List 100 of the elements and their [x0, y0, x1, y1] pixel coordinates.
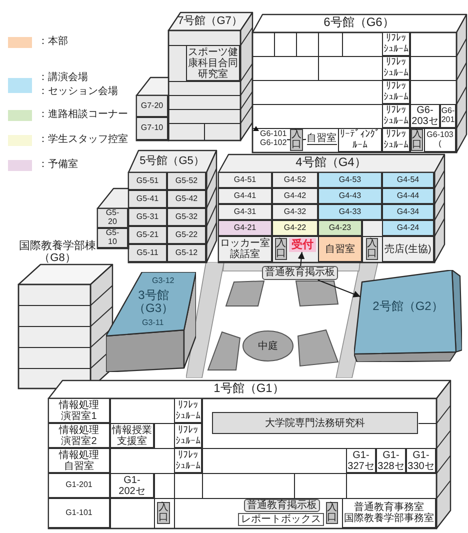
- room-label: G1-101: [66, 508, 92, 518]
- legend-label: ：進路相談コーナー: [38, 109, 128, 121]
- room-label: G6-102: [260, 139, 287, 148]
- room-cell: [342, 498, 436, 528]
- room-label: G5- 10: [106, 229, 120, 247]
- sign-text: 入口: [292, 130, 302, 150]
- room-label: G4-34: [396, 208, 420, 216]
- room-label: G5-41: [136, 194, 159, 204]
- sign-text: 入口: [327, 503, 337, 523]
- room-label: スポーツ健康科目合同研究室: [187, 46, 239, 80]
- room-label: ﾘﾌﾚｯｼｭﾙｰﾑ: [383, 33, 409, 55]
- arrow: [317, 280, 361, 298]
- room-cell: [272, 204, 318, 220]
- building-title: 3号館（G3）: [133, 289, 174, 316]
- room-label: G3-11: [142, 319, 164, 328]
- legend-label: ：学生スタッフ控室: [38, 134, 128, 146]
- room-cell: [128, 208, 167, 226]
- building-title: 7号館（G7）: [178, 14, 242, 28]
- notice-board-sign: [262, 266, 338, 280]
- room-cell: [48, 498, 110, 528]
- legend-label: ：セッション会場: [38, 86, 118, 98]
- sign-text: 入口: [158, 503, 168, 523]
- room-cell: [218, 204, 272, 220]
- room-label: G7-20: [140, 102, 164, 110]
- room-label: ﾘﾌﾚｯｼｭﾙｰﾑ: [175, 400, 201, 422]
- room-cell: [97, 228, 128, 248]
- room-cell: [136, 95, 168, 117]
- room-cell: [167, 208, 206, 226]
- room-cell: [440, 104, 456, 128]
- room-label: G5-31: [136, 212, 159, 222]
- room-label: G3-12: [152, 277, 174, 286]
- room-label: G1-201: [66, 481, 92, 490]
- building-title: 国際教養学部棟（G8）: [18, 240, 97, 264]
- sign-text: 受付: [292, 240, 314, 250]
- room-label: ﾘｰﾃﾞｨﾝｸﾞﾙｰﾑ: [339, 129, 381, 151]
- room-label: G5-52: [175, 176, 198, 186]
- room-cell: [318, 236, 362, 262]
- sign-text: 入口: [367, 239, 377, 259]
- room-cell: [318, 188, 382, 204]
- room-label: G4-52: [284, 176, 306, 184]
- room-label: G6- 203セ: [412, 105, 438, 127]
- room-label: 情報処理演習室1: [58, 400, 100, 422]
- room-label: 売店(生協): [384, 244, 432, 254]
- room-cell: [318, 204, 382, 220]
- room-label: G4-51: [234, 176, 256, 184]
- building-title: 2号館（G2）: [372, 300, 444, 314]
- room-cell: [218, 236, 272, 262]
- room-cell: [128, 226, 167, 244]
- room-label: G5- 20: [106, 209, 120, 227]
- notice-board-sign: [244, 499, 320, 512]
- legend-label: ：予備室: [38, 159, 78, 171]
- room-label: G4-21: [234, 224, 256, 232]
- room-label: G5-42: [175, 194, 198, 204]
- room-cell: [382, 172, 434, 188]
- room-label: G4-24: [396, 224, 420, 232]
- room-cell: [382, 236, 434, 262]
- reception-sign: [289, 238, 316, 252]
- room-label: G4-23: [328, 224, 352, 232]
- room-cell: [167, 190, 206, 208]
- sign-text: 入口: [412, 130, 422, 150]
- sign-text: レポートボックス: [241, 514, 321, 524]
- report-box-sign: [238, 513, 324, 526]
- room-label: 自習室: [306, 132, 336, 144]
- room-label: G5-51: [136, 176, 159, 186]
- room-label: ロッカー室: [220, 238, 270, 249]
- room-label: G1- 330セ: [408, 450, 434, 472]
- room-label: G4-44: [396, 192, 420, 200]
- room-label: G6- 201: [441, 107, 455, 125]
- room-label: G6-101: [260, 130, 287, 139]
- room-label: G4-33: [338, 208, 362, 216]
- room-label: 国際教養学部事務室: [344, 513, 434, 524]
- room-label: G4-32: [284, 208, 306, 216]
- room-cell: [218, 220, 272, 236]
- room-label: 情報処理演習室2: [58, 424, 100, 446]
- room-cell: [48, 398, 110, 423]
- sign-text: 入口: [276, 239, 286, 259]
- room-label: G4-22: [284, 224, 306, 232]
- room-label: 自習室: [325, 244, 355, 254]
- room-cell: [318, 172, 382, 188]
- room-cell: [212, 412, 418, 434]
- room-cell: [48, 423, 110, 448]
- building-title: 4号館（G4）: [296, 156, 366, 170]
- room-label: G6-103 (: [426, 131, 454, 149]
- room-cell: [97, 208, 128, 228]
- connector-line: [302, 138, 306, 140]
- room-label: ﾘﾌﾚｯｼｭﾙｰﾑ: [383, 57, 409, 79]
- room-cell: [272, 172, 318, 188]
- room-cell: [382, 204, 434, 220]
- room-label: 普通教育事務室: [354, 502, 424, 513]
- room-cell: [218, 172, 272, 188]
- room-label: G4-54: [396, 176, 420, 184]
- room-label: ﾘﾌﾚｯｼｭﾙｰﾑ: [175, 424, 201, 446]
- room-label: G5-32: [175, 212, 198, 222]
- room-label: G1- 327セ: [348, 450, 374, 472]
- connector-line: [286, 139, 290, 140]
- room-label: G7-10: [140, 124, 164, 133]
- room-cell: [272, 220, 318, 236]
- room-label: G1- 328セ: [378, 450, 404, 472]
- room-label: ﾘﾌﾚｯｼｭﾙｰﾑ: [175, 450, 201, 472]
- room-label: G4-31: [234, 208, 256, 216]
